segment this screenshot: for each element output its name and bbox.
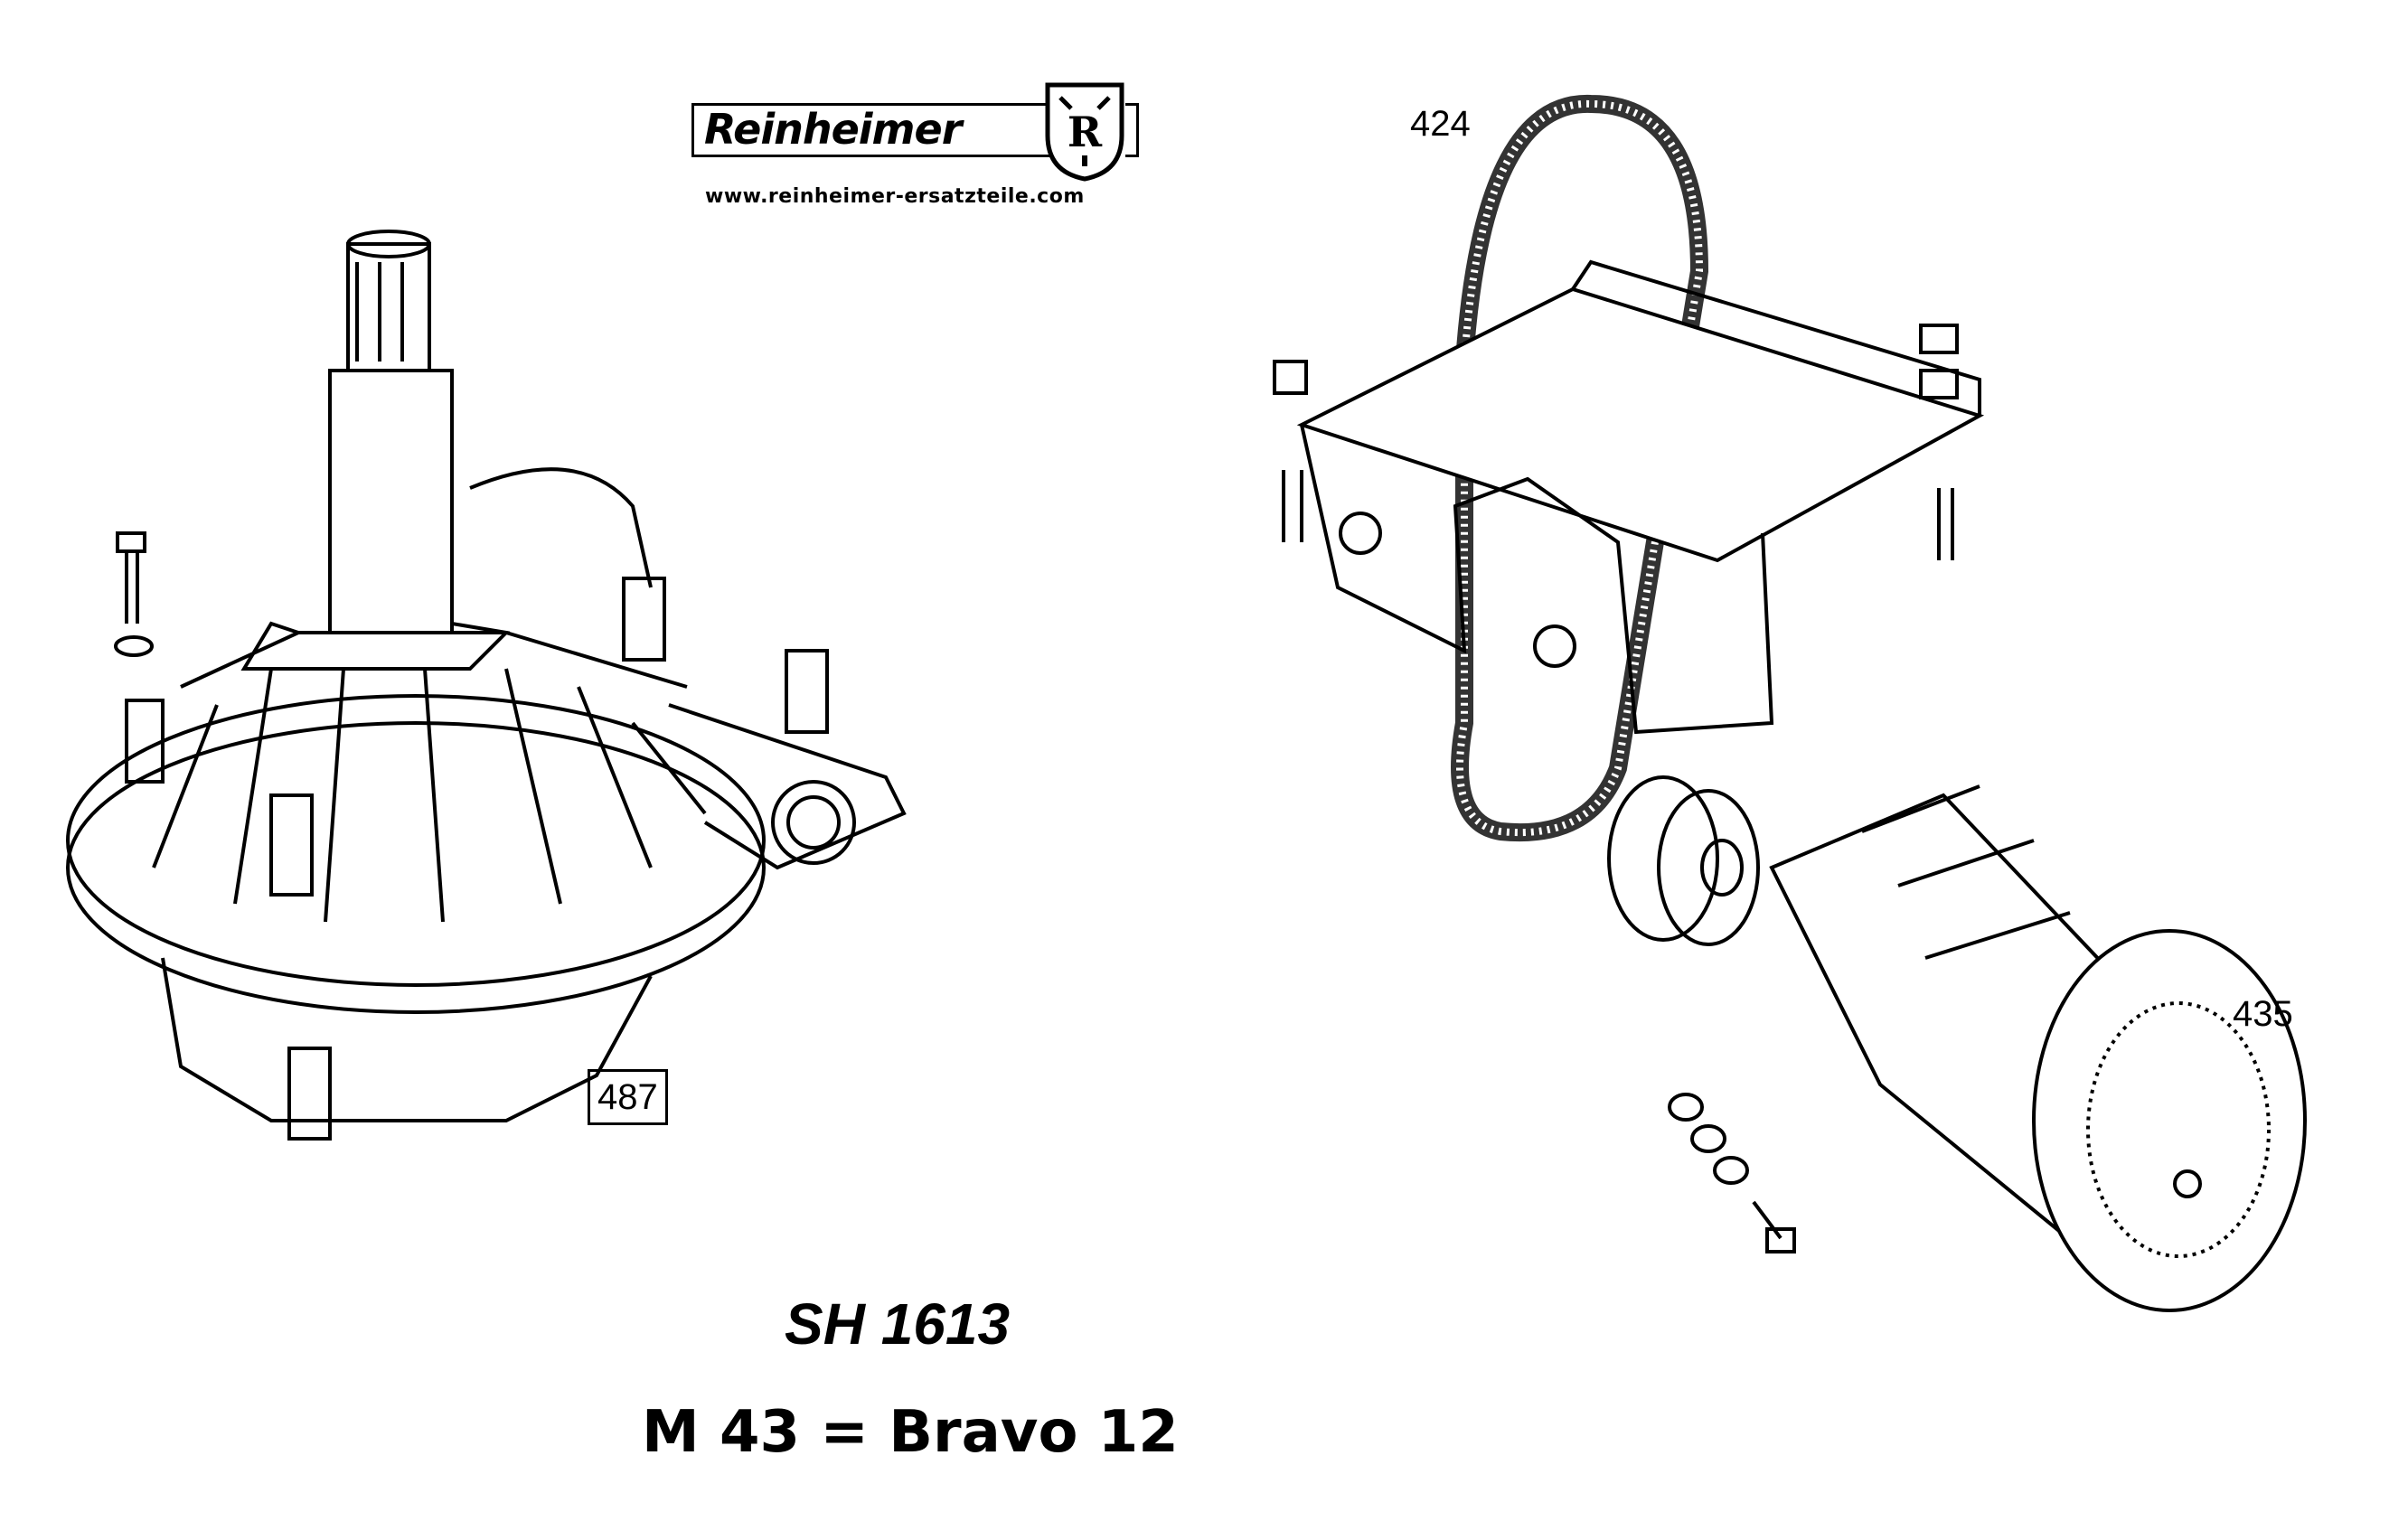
- svg-text:R: R: [1068, 108, 1103, 156]
- shield-emblem-icon: R: [1045, 82, 1124, 182]
- part-label-424: 424: [1410, 104, 1471, 144]
- model-designation: M 43 = Bravo 12: [642, 1399, 1179, 1466]
- part-label-487: 487: [588, 1069, 668, 1125]
- brand-logo: Reinheimer R: [691, 81, 1152, 190]
- website-url: www.reinheimer-ersatzteile.com: [705, 185, 1085, 208]
- logo-brand-text: Reinheimer: [704, 105, 962, 154]
- drawing-code: SH 1613: [785, 1291, 1011, 1357]
- part-label-435: 435: [2233, 994, 2293, 1034]
- logo-frame-right: [1125, 103, 1139, 157]
